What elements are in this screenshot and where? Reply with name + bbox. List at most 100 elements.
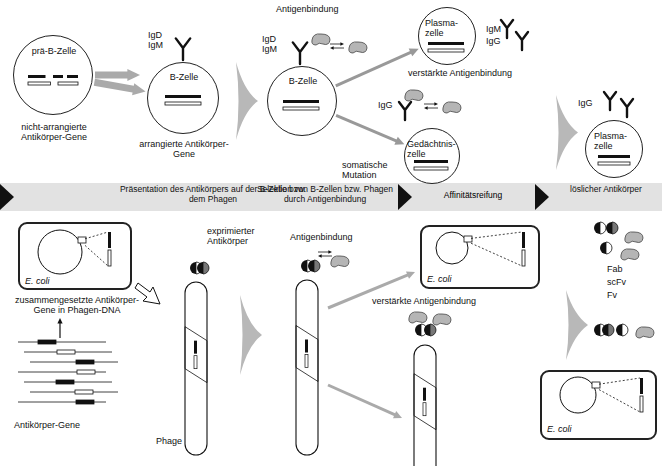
annotation-label: IgD: [262, 34, 292, 44]
path-shape: [608, 324, 614, 336]
rect-shape: [78, 237, 86, 243]
rect-shape: [423, 388, 426, 401]
path-shape: [594, 222, 600, 234]
line-shape: [85, 245, 108, 266]
band-triangle: [535, 184, 549, 210]
antibody-symbol: [293, 42, 307, 64]
gene-line: [30, 392, 118, 393]
arrow-line: [94, 82, 136, 89]
path-shape: [612, 222, 618, 234]
node-text: arrangierte Antikörper-Gene: [132, 139, 236, 160]
arrow-head: [409, 48, 419, 56]
rect-shape: [305, 340, 308, 353]
arrow-head: [127, 69, 140, 81]
antigen-symbol: [312, 34, 330, 45]
antigen-symbol: [349, 42, 367, 53]
gene-bar: [414, 167, 448, 170]
annotation-label: IgM: [148, 40, 178, 50]
rect-shape: [28, 82, 51, 85]
annotation-label: IgM: [262, 44, 292, 54]
gene-bar: [598, 162, 630, 165]
gene-bar: [522, 250, 525, 266]
annotation-label: somatische Mutation: [342, 160, 398, 181]
rect-shape: [77, 370, 95, 374]
path-shape: [197, 262, 203, 274]
annotation-label: IgG: [578, 98, 603, 108]
node-text: Affinitätsreifung: [414, 191, 532, 201]
antigen-symbol: [443, 102, 461, 113]
flow-arrow: [336, 115, 404, 144]
line-shape: [599, 390, 640, 412]
annotation-label: IgG: [486, 36, 516, 46]
cell-circle: Plasma- zelle: [585, 120, 643, 178]
node-text: zusammengesetzte Antikörper-Gene in Phag…: [6, 295, 148, 316]
plasmid-ring: [38, 230, 82, 274]
plasmid-ring: [560, 377, 596, 413]
antigen-symbol: [625, 232, 643, 243]
cell-circle: Gedächtnis- zelle: [404, 128, 460, 184]
gene-bar: [414, 160, 448, 163]
node-text: nicht-arrangierte Antikörper-Gene: [4, 122, 104, 143]
arrow-line: [333, 48, 344, 49]
line-shape: [471, 232, 522, 238]
annotation-label: IgG: [378, 100, 403, 110]
antibody-symbol: [501, 20, 513, 38]
cell-circle: B-Zelle: [267, 66, 337, 136]
rect-shape: [194, 341, 197, 354]
path-shape: [430, 324, 436, 336]
line-shape: [599, 378, 640, 384]
arrow-head: [394, 137, 404, 145]
polygon-shape: [414, 374, 436, 430]
polygon-shape: [185, 327, 207, 383]
phage-body: [296, 280, 318, 455]
phage-body: [185, 282, 207, 455]
gene-bar: [428, 49, 464, 52]
flow-arrow: [94, 82, 145, 95]
path-shape: [622, 324, 628, 336]
path-shape: [415, 324, 421, 336]
antigen-symbol: [331, 256, 349, 267]
arrow-head: [132, 83, 145, 95]
gene-bar: [598, 155, 630, 158]
arrow-line: [424, 104, 435, 105]
antigen-symbol: [621, 249, 639, 260]
annotation-label: exprimierter Antikörper: [207, 226, 269, 247]
path-shape: [600, 222, 606, 234]
path-shape: [606, 242, 612, 254]
arrow-line: [336, 115, 398, 141]
rect-shape: [28, 75, 46, 78]
arrow-line: [95, 72, 130, 79]
rect-shape: [38, 340, 56, 344]
step-chevron: [240, 295, 262, 375]
arrow-head: [330, 46, 334, 49]
line-shape: [471, 243, 522, 266]
step-chevron: [566, 290, 588, 360]
path-shape: [307, 260, 313, 272]
cell-circle: prä-B-Zellenicht-arrangierte Antikörper-…: [13, 35, 93, 115]
path-shape: [602, 324, 608, 336]
rect-shape: [464, 236, 472, 242]
node-text: Gedächtnis- zelle: [407, 139, 459, 160]
node-text: Plasma- zelle: [425, 18, 471, 39]
node-text: Selektion von B-Zellen bzw. Phagen durch…: [254, 185, 396, 205]
annotation-label: Fab: [607, 264, 637, 274]
rect-shape: [76, 360, 94, 364]
node-text: B-Zelle: [268, 76, 338, 86]
process-band: Präsentation des Antikörpers auf der B-Z…: [0, 183, 662, 211]
path-shape: [616, 324, 622, 336]
gene-bar: [165, 102, 201, 105]
step-chevron: [556, 95, 578, 170]
arrow-head: [406, 271, 415, 278]
node-text: E. coli: [25, 276, 65, 286]
annotation-label: IgD: [148, 30, 178, 40]
rect-shape: [56, 380, 74, 384]
gene-bar: [108, 232, 111, 248]
annotation-label: verstärkte Antigenbindung: [372, 296, 502, 306]
antigen-symbol: [409, 312, 427, 323]
arrow-head: [340, 42, 344, 45]
line-shape: [85, 232, 108, 239]
cell-circle: B-Zellearrangierte Antikörper-Gene: [147, 62, 219, 134]
path-shape: [424, 324, 430, 336]
path-shape: [600, 242, 606, 254]
